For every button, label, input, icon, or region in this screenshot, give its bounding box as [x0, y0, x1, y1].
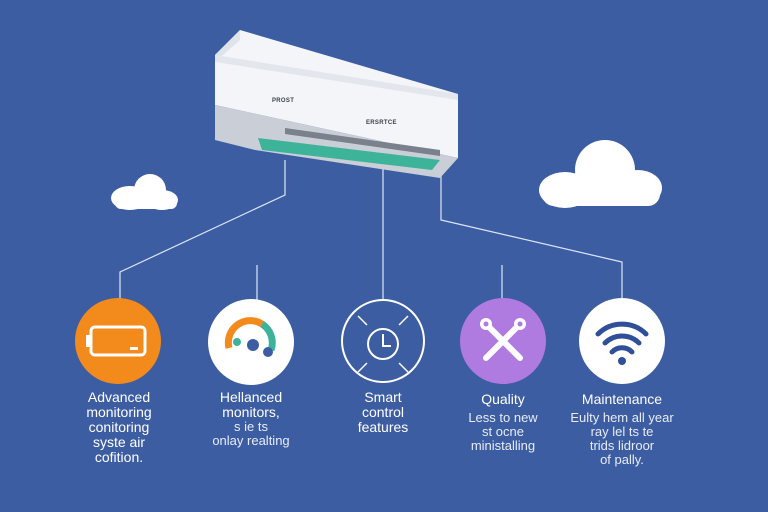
feature-title-line: control — [361, 404, 405, 420]
feature-label-5: Maintenance Eulty hem all year ray lel t… — [547, 392, 697, 467]
feature-sub-line: ray lel ts te — [590, 424, 654, 439]
feature-sub-line: s ie ts — [234, 419, 268, 434]
feature-title-line: Hellanced — [219, 389, 283, 405]
feature-label-3: Smart control features — [308, 390, 458, 435]
feature-sub-line: trids lidroor — [589, 438, 655, 453]
feature-sub-line: Eulty hem all year — [570, 410, 674, 425]
feature-title-line: syste air — [92, 434, 146, 450]
connector-line-1 — [119, 160, 286, 300]
feature-title-line: Quality — [481, 391, 525, 407]
feature-icon-3 — [341, 299, 425, 383]
air-conditioner-unit — [215, 30, 458, 178]
feature-title-line: Maintenance — [581, 391, 663, 407]
feature-title-line: monitoring — [86, 404, 152, 420]
cloud-left-icon — [111, 174, 178, 210]
feature-icon-5 — [579, 298, 665, 384]
unit-brand-left: PROST — [272, 98, 295, 104]
feature-title-line: cofition. — [94, 449, 144, 465]
connector-line-5 — [440, 175, 623, 300]
feature-label-4: Quality Less to new st ocne ministalling — [428, 392, 578, 453]
feature-sub-line: st ocne — [482, 424, 524, 439]
feature-sub-line: onlay realting — [212, 433, 290, 448]
feature-title-line: Advanced — [87, 389, 151, 405]
feature-icon-4 — [460, 298, 546, 384]
cloud-right-icon — [539, 140, 662, 208]
feature-icon-2 — [208, 299, 294, 385]
feature-title-line: features — [357, 419, 409, 435]
feature-title-line: monitors, — [222, 404, 280, 420]
feature-title-line: conitoring — [88, 419, 150, 435]
feature-icon-1 — [75, 298, 161, 384]
unit-brand-right: ERSRTCE — [366, 120, 397, 126]
feature-sub-line: ministalling — [470, 438, 536, 453]
feature-label-1: Advanced monitoring conitoring syste air… — [44, 390, 194, 465]
feature-sub-line: of pally. — [600, 452, 644, 467]
feature-label-2: Hellanced monitors, s ie ts onlay realti… — [176, 390, 326, 448]
feature-title-line: Smart — [364, 389, 402, 405]
feature-sub-line: Less to new — [468, 410, 538, 425]
